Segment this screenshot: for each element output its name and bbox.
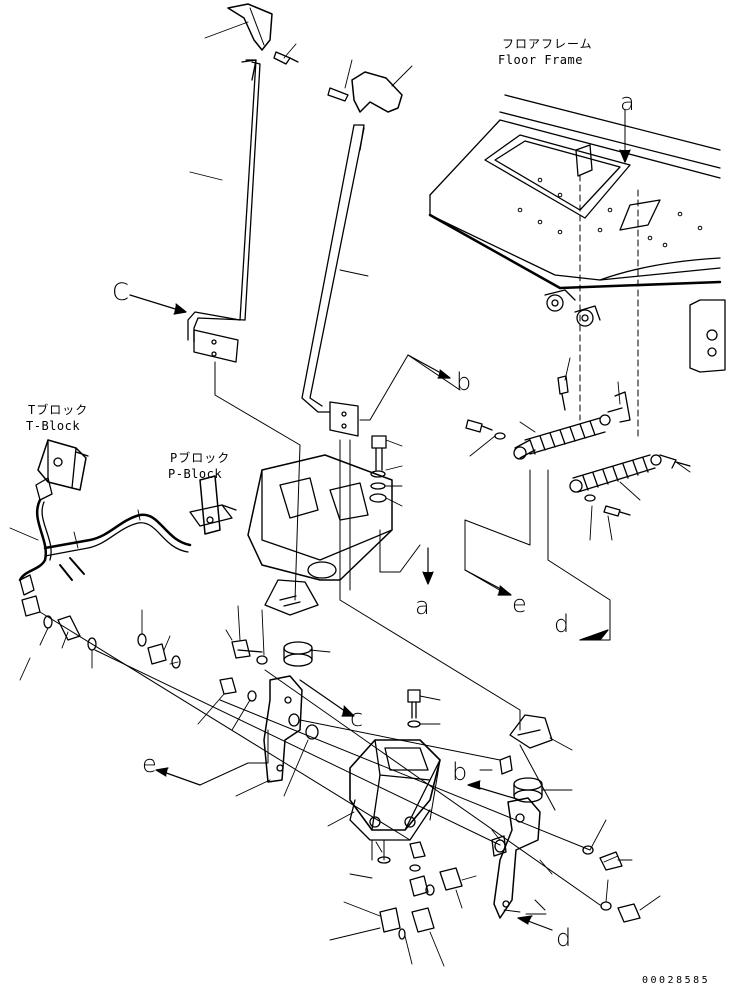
spring-upper: [513, 375, 631, 460]
p-block-label-en: P-Block: [168, 467, 223, 481]
leader-lines: [9, 21, 691, 967]
t-block: [35, 439, 89, 501]
document-number: 00028585: [642, 975, 711, 986]
ref-letter-a-mid: a: [415, 592, 430, 620]
floor-frame-label-jp: フロアフレーム: [502, 37, 593, 51]
lever-cover: [247, 435, 393, 667]
reference-arrows: [129, 294, 609, 931]
ref-letter-b-low: b: [452, 758, 468, 786]
spring-lower: [465, 419, 691, 517]
ref-letter-c-mid: c: [350, 704, 364, 732]
pilot-valve: [349, 739, 463, 940]
lever-left: [187, 3, 299, 363]
ref-letter-c-left: C: [112, 278, 129, 306]
lever-center: [301, 71, 403, 437]
ref-letter-a-top: a: [620, 88, 635, 116]
floor-frame: [428, 94, 726, 441]
ref-letter-d-bottom: d: [556, 924, 572, 952]
floor-frame-label-en: Floor Frame: [498, 53, 583, 67]
ref-letter-e-right: e: [512, 590, 527, 618]
ref-letter-b-top: b: [456, 368, 472, 396]
bracket-left: [219, 639, 319, 783]
bracket-right: [407, 689, 641, 923]
p-block: [189, 475, 237, 535]
hoses: [18, 498, 192, 669]
t-block-label-jp: Tブロック: [28, 403, 89, 417]
t-block-label-en: T-Block: [26, 419, 81, 433]
ref-letter-e-left: e: [142, 750, 157, 778]
p-block-label-jp: Pブロック: [170, 451, 231, 465]
assembly-lines: [39, 354, 611, 911]
ref-letter-d-right: d: [554, 610, 570, 638]
